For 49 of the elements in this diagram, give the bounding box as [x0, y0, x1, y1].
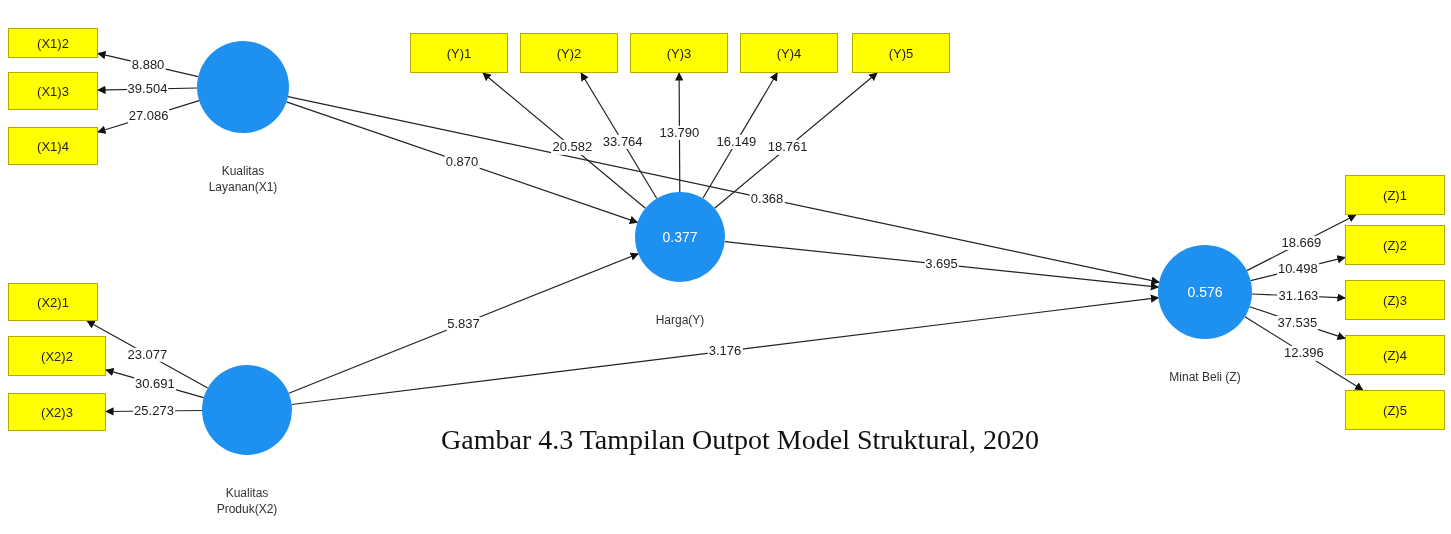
edge-label: 23.077 — [126, 347, 169, 362]
arrow — [285, 101, 639, 224]
arrow — [482, 72, 646, 209]
arrow — [724, 241, 1160, 291]
edge-label: 8.880 — [130, 57, 166, 73]
arrow — [702, 72, 778, 199]
figure-caption: Gambar 4.3 Tampilan Outpot Model Struktural, 2020 — [440, 424, 1040, 456]
arrow — [288, 252, 639, 394]
edge-label: 0.870 — [444, 155, 480, 170]
edge-label: 0.368 — [749, 191, 785, 206]
edge-label: 16.149 — [715, 134, 758, 150]
indicator-box: (Z)3 — [1345, 280, 1445, 320]
indicator-box: (Z)5 — [1345, 390, 1445, 430]
construct-label: Kualitas Produk(X2) — [215, 485, 279, 518]
indicator-box: (X1)3 — [8, 72, 98, 110]
edge-label: 20.582 — [551, 140, 594, 155]
indicator-box: (Y)2 — [520, 33, 618, 73]
construct-label: Harga(Y) — [654, 312, 706, 329]
indicator-box: (Z)1 — [1345, 175, 1445, 215]
construct-circle: 0.576 — [1158, 245, 1252, 339]
arrow — [674, 72, 684, 193]
construct-label: Kualitas Layanan(X1) — [207, 163, 279, 196]
indicator-box: (X2)3 — [8, 393, 106, 431]
indicator-box: (X2)2 — [8, 336, 106, 376]
indicator-box: (X1)2 — [8, 28, 98, 58]
indicator-box: (Z)4 — [1345, 335, 1445, 375]
edge-label: 27.086 — [127, 109, 170, 124]
indicator-box: (Y)3 — [630, 33, 728, 73]
indicator-box: (Y)4 — [740, 33, 838, 73]
edge-label: 10.498 — [1276, 261, 1319, 277]
edge-label: 18.669 — [1280, 235, 1323, 250]
edge-label: 37.535 — [1276, 315, 1319, 330]
indicator-box: (X2)1 — [8, 283, 98, 321]
construct-label: Minat Beli (Z) — [1168, 369, 1242, 386]
arrow — [291, 294, 1160, 406]
indicator-box: (Y)5 — [852, 33, 950, 73]
construct-circle: 0.377 — [635, 192, 725, 282]
edge-label: 33.764 — [601, 134, 644, 150]
arrow — [714, 72, 878, 209]
arrow — [580, 72, 658, 200]
edge-label: 13.790 — [658, 125, 701, 140]
edge-label: 5.837 — [446, 316, 481, 331]
indicator-box: (Z)2 — [1345, 225, 1445, 265]
edge-label: 18.761 — [766, 140, 809, 155]
edge-label: 30.691 — [133, 376, 176, 391]
arrow — [287, 96, 1160, 285]
edge-label: 12.396 — [1283, 346, 1325, 361]
indicator-box: (Y)1 — [410, 33, 508, 73]
indicator-box: (X1)4 — [8, 127, 98, 165]
